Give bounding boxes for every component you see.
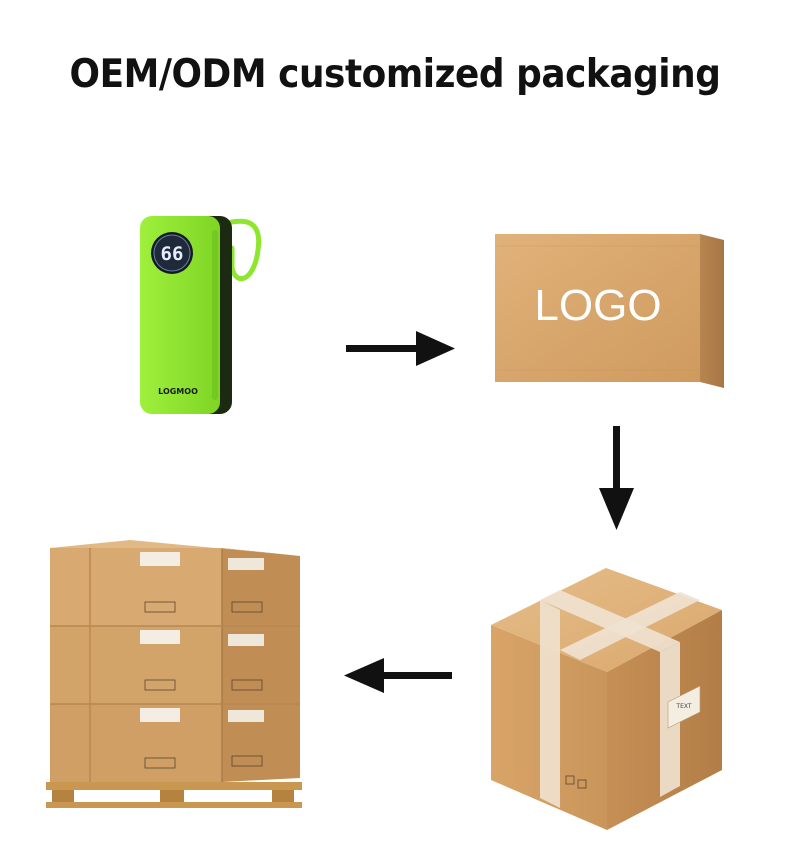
arrow-left-icon [344, 658, 452, 693]
power-bank-brand: LOGMOO [158, 387, 198, 396]
page-title: OEM/ODM customized packaging [69, 52, 721, 97]
logo-label: LOGO [534, 281, 661, 330]
flat-box-icon: LOGO [495, 234, 724, 388]
pallet-icon [46, 540, 302, 808]
sealed-box-icon: TEXT [491, 568, 722, 830]
arrow-right-icon [346, 331, 455, 366]
arrow-down-icon [599, 426, 634, 530]
sealed-box-label: TEXT [675, 703, 691, 710]
power-bank-display: 66 [161, 243, 184, 265]
power-bank-icon: 66 LOGMOO [140, 216, 262, 414]
